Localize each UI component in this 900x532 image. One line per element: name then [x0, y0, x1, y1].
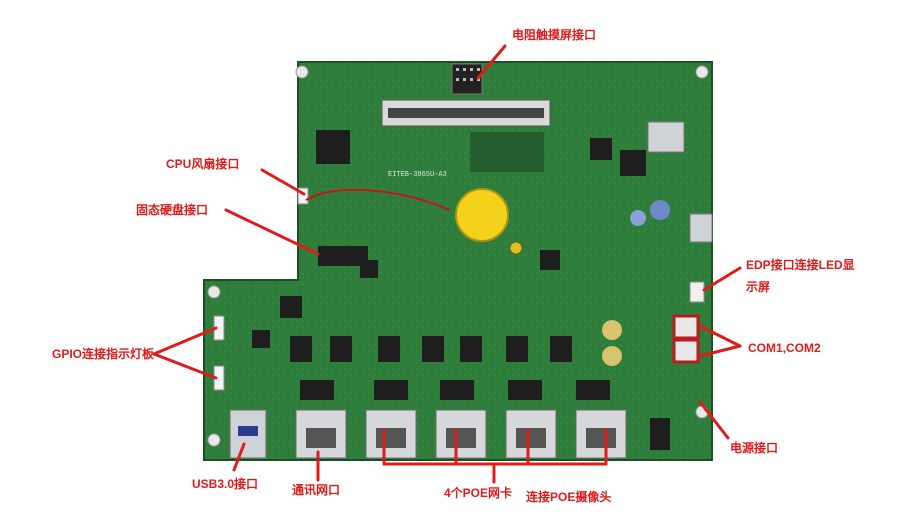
com-connector-2 — [672, 338, 700, 364]
label-usb3: USB3.0接口 — [192, 477, 259, 491]
capacitor-yellow — [602, 320, 622, 340]
label-gpio: GPIO连接指示灯板 — [52, 347, 155, 361]
cpu-fan-connector — [297, 187, 309, 205]
usb-top — [647, 121, 685, 153]
label-com: COM1,COM2 — [748, 341, 821, 355]
edp-connector — [689, 281, 705, 303]
label-ssd: 固态硬盘接口 — [136, 203, 209, 217]
com-connector-1 — [672, 314, 700, 340]
label-lan: 通讯网口 — [292, 483, 341, 497]
board-silkscreen: EITEB-3865U-A3 — [388, 171, 447, 179]
annotation-arrows — [152, 44, 742, 484]
label-poe-camera: 连接POE摄像头 — [526, 490, 612, 504]
label-edp-line1: EDP接口连接LED显 — [746, 258, 855, 272]
label-poe-count: 4个POE网卡 — [444, 486, 513, 500]
label-power: 电源接口 — [730, 441, 779, 455]
label-cpu-fan: CPU风扇接口 — [166, 157, 240, 171]
ethernet-ports — [229, 409, 670, 459]
label-edp-line2: 示屏 — [746, 280, 771, 294]
mounting-holes — [207, 65, 709, 447]
power-jack — [650, 418, 670, 450]
hdmi-port — [689, 213, 713, 243]
cpu-chip — [316, 130, 350, 164]
label-touch-interface: 电阻触摸屏接口 — [512, 28, 597, 42]
chip-array — [252, 250, 610, 400]
coin-battery — [455, 188, 509, 242]
ssd-slot — [318, 246, 368, 266]
